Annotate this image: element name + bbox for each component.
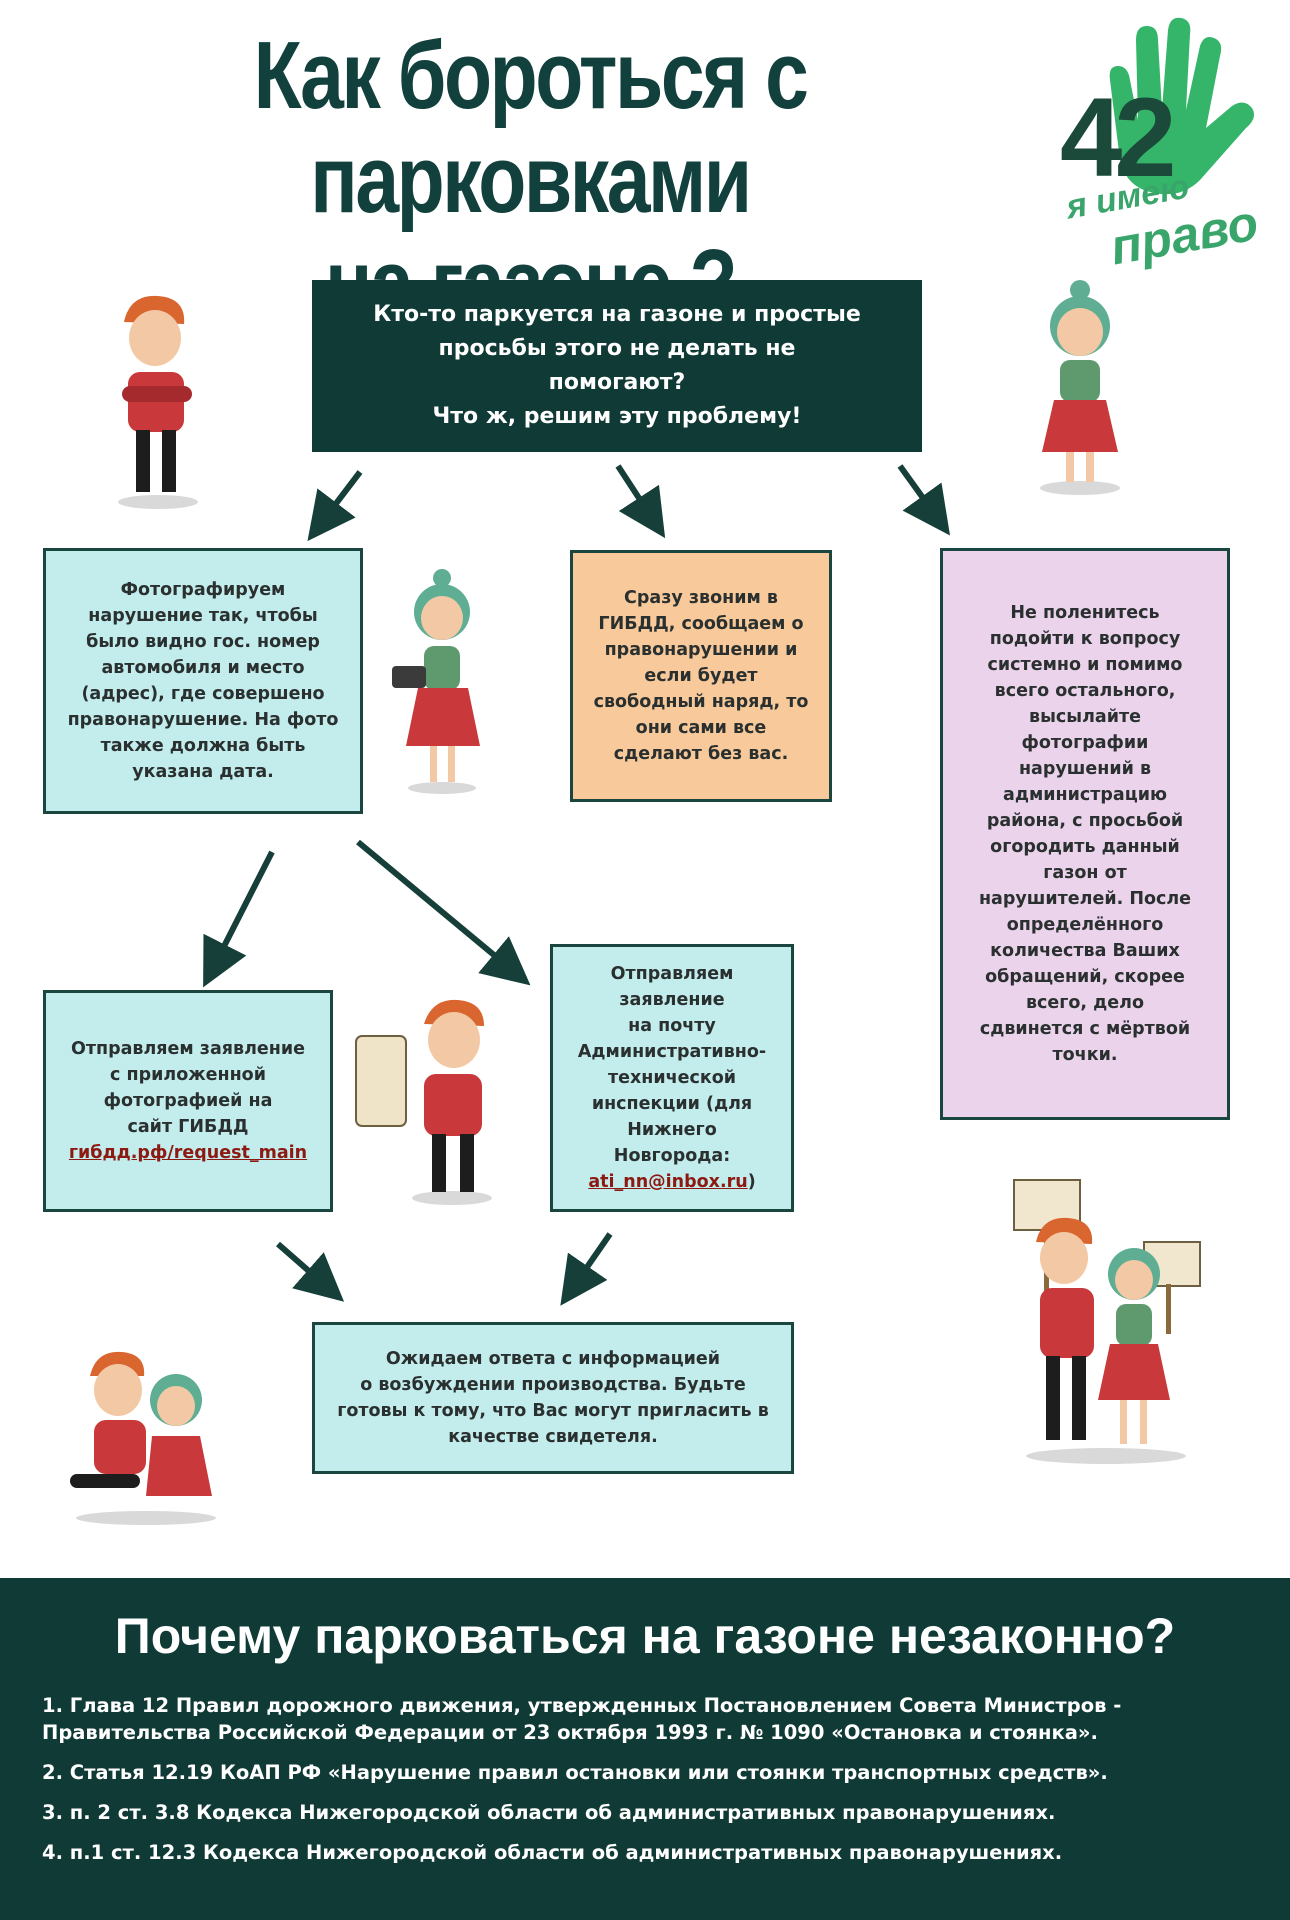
girl-camera-illustration (392, 569, 480, 794)
wait-step-box: Ожидаем ответа с информацией о возбужден… (312, 1322, 794, 1474)
mail-step-box: Отправляем заявление на почту Администра… (550, 944, 794, 1212)
arrow-intro-to-photo (307, 470, 363, 542)
call-step-text: Сразу звоним в ГИБДД, сообщаем о правона… (593, 588, 809, 764)
legal-title: Почему парковаться на газоне незаконно? (114, 1608, 1176, 1664)
protesting-couple-illustration (1013, 1179, 1201, 1464)
site-step-text: Отправляем заявление с приложенной фотог… (70, 1039, 306, 1137)
legal-item: 4. п.1 ст. 12.3 Кодекса Нижегородской об… (42, 1841, 1063, 1864)
legal-section: Почему парковаться на газоне незаконно? … (0, 1578, 1290, 1920)
admin-step-box: Не поленитесь подойти к вопросу системно… (940, 548, 1230, 1120)
call-step-box: Сразу звоним в ГИБДД, сообщаем о правона… (570, 550, 832, 802)
sad-sitting-couple-illustration (70, 1351, 216, 1525)
photo-step-text: Фотографируем нарушение так, чтобы было … (67, 580, 339, 782)
legal-list: 1. Глава 12 Правил дорожного движения, у… (42, 1692, 1262, 1879)
arrow-photo-to-site (203, 850, 275, 988)
arrow-mail-to-wait (560, 1232, 613, 1306)
legal-item: 3. п. 2 ст. 3.8 Кодекса Нижегородской об… (42, 1801, 1056, 1824)
arrow-intro-to-admin (897, 464, 951, 536)
arrow-intro-to-call (615, 464, 666, 539)
logo: 42 я имею право (1050, 10, 1290, 275)
girl-arms-crossed-illustration (1040, 280, 1120, 495)
mail-step-text: Отправляем заявление на почту Администра… (577, 964, 767, 1166)
gibdd-site-link[interactable]: гибдд.рф/request_main (68, 1143, 308, 1163)
admin-step-text: Не поленитесь подойти к вопросу системно… (978, 603, 1192, 1065)
arrow-photo-to-mail (356, 839, 531, 986)
raised-hand-icon (1109, 17, 1254, 195)
intro-box: Кто-то паркуется на газоне и простые про… (312, 280, 922, 452)
intro-text: Кто-то паркуется на газоне и простые про… (373, 302, 861, 429)
boy-arms-crossed-illustration (118, 295, 198, 509)
title-line-1: Как бороться с парковками (253, 22, 809, 233)
photo-step-box: Фотографируем нарушение так, чтобы было … (43, 548, 363, 814)
legal-item: 1. Глава 12 Правил дорожного движения, у… (42, 1694, 1122, 1744)
mail-step-close: ) (747, 1172, 756, 1192)
site-step-text-wrap: Отправляем заявление с приложенной фотог… (69, 1036, 307, 1166)
site-step-box: Отправляем заявление с приложенной фотог… (43, 990, 333, 1212)
wait-step-text: Ожидаем ответа с информацией о возбужден… (337, 1349, 769, 1447)
arrow-site-to-wait (276, 1241, 345, 1302)
boy-with-scroll-illustration (355, 999, 492, 1205)
legal-item: 2. Статья 12.19 КоАП РФ «Нарушение прави… (42, 1761, 1108, 1784)
ati-email-link[interactable]: ati_nn@inbox.ru (588, 1172, 748, 1192)
mail-step-text-wrap: Отправляем заявление на почту Администра… (567, 961, 777, 1195)
logo-number: 42 (1060, 75, 1177, 200)
